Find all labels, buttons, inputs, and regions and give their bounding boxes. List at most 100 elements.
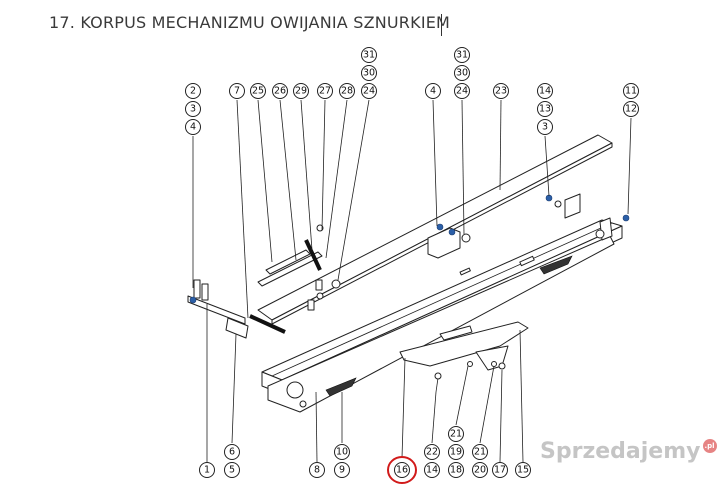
part-upper-arm [257,251,323,287]
part-upper-washer [316,292,324,300]
callout-7: 7 [229,83,245,99]
callout-17: 17 [492,462,508,478]
callout-6: 6 [224,444,240,460]
svg-text:27: 27 [319,86,331,97]
callout-14: 14 [537,83,553,99]
svg-text:16: 16 [396,465,408,476]
svg-text:21: 21 [450,429,462,440]
callout-15: 15 [515,462,531,478]
svg-text:29: 29 [295,86,307,97]
page-title: 17. KORPUS MECHANIZMU OWIJANIA SZNURKIEM [49,13,451,32]
part-upper-pin-2 [307,299,315,311]
leader-lines [192,99,632,463]
part-upper-spring [304,239,322,271]
callout-24: 24 [454,83,470,99]
svg-text:2: 2 [190,86,196,97]
svg-text:4: 4 [190,122,196,133]
part-knife-screw-1 [467,361,473,367]
part-far-right-bolt-blue [622,214,630,222]
part-rail-teeth-right [539,255,573,275]
svg-text:7: 7 [234,86,240,97]
svg-text:30: 30 [363,68,375,79]
svg-text:3: 3 [190,104,196,115]
svg-text:23: 23 [495,86,507,97]
part-upper-roller [331,279,341,289]
callout-28: 28 [339,83,355,99]
svg-text:19: 19 [450,447,462,458]
callouts: 2 3 4 7 25 26 29 27 28 31 30 24 4 31 30 … [185,47,639,484]
callout-23: 23 [493,83,509,99]
callout-25: 25 [250,83,266,99]
part-left-spring [249,314,286,334]
part-rail-hole [286,381,304,399]
svg-text:9: 9 [339,465,345,476]
callout-10: 10 [334,444,350,460]
callout-2: 2 [185,83,201,99]
callout-8: 8 [309,462,325,478]
part-upper-arm-2 [265,249,311,275]
svg-text:25: 25 [252,86,264,97]
watermark-text: Sprzedajemy [540,439,701,464]
part-center-bolt-1 [436,223,444,231]
svg-text:31: 31 [456,50,468,61]
part-far-right-washer [595,229,605,239]
part-left-lever [187,295,246,325]
svg-text:14: 14 [539,86,551,97]
svg-text:14: 14 [426,465,438,476]
watermark-logo: Sprzedajemy.pl [540,439,717,464]
callout-3: 3 [537,119,553,135]
callout-4: 4 [425,83,441,99]
svg-text:18: 18 [450,465,462,476]
svg-text:20: 20 [474,465,486,476]
part-left-arm [225,317,249,339]
part-right-washer [554,200,562,208]
svg-text:13: 13 [539,104,551,115]
svg-text:1: 1 [204,465,210,476]
part-right-end-bracket [564,193,581,219]
callout-22: 22 [424,444,440,460]
callout-20: 20 [472,462,488,478]
part-rail-slot-1 [519,255,535,267]
callout-16: 16 [394,462,410,478]
svg-text:17: 17 [494,465,506,476]
svg-text:4: 4 [430,86,436,97]
part-upper-small-nut [316,224,324,232]
part-center-washer [461,233,471,243]
callout-13: 13 [537,101,553,117]
svg-text:11: 11 [625,86,637,97]
part-rail-slot-2 [459,267,471,276]
part-left-bolt-blue [189,296,197,304]
watermark-suffix-badge: .pl [702,439,717,453]
parts-drawing [187,134,630,413]
callout-9: 9 [334,462,350,478]
part-lower-rail [267,235,615,413]
callout-31: 31 [361,47,377,63]
part-center-bolt-2 [448,228,456,236]
callout-26: 26 [272,83,288,99]
svg-text:28: 28 [341,86,353,97]
callout-12: 12 [623,101,639,117]
part-rail-bolt [299,400,307,408]
svg-text:6: 6 [229,447,235,458]
callout-4: 4 [185,119,201,135]
callout-1: 1 [199,462,215,478]
svg-text:30: 30 [456,68,468,79]
svg-text:5: 5 [229,465,235,476]
svg-text:21: 21 [474,447,486,458]
part-knife-screw-2 [491,361,497,367]
callout-30: 30 [454,65,470,81]
part-rail-teeth-left [325,377,357,397]
svg-text:10: 10 [336,447,348,458]
part-upper-pin [315,279,323,291]
callout-24: 24 [361,83,377,99]
svg-text:26: 26 [274,86,286,97]
callout-18: 18 [448,462,464,478]
part-center-bracket [427,227,461,259]
callout-31: 31 [454,47,470,63]
svg-text:24: 24 [456,86,468,97]
callout-21: 21 [472,444,488,460]
part-left-pin-2 [201,283,209,301]
part-knife-holder [399,321,529,367]
svg-text:12: 12 [625,104,637,115]
